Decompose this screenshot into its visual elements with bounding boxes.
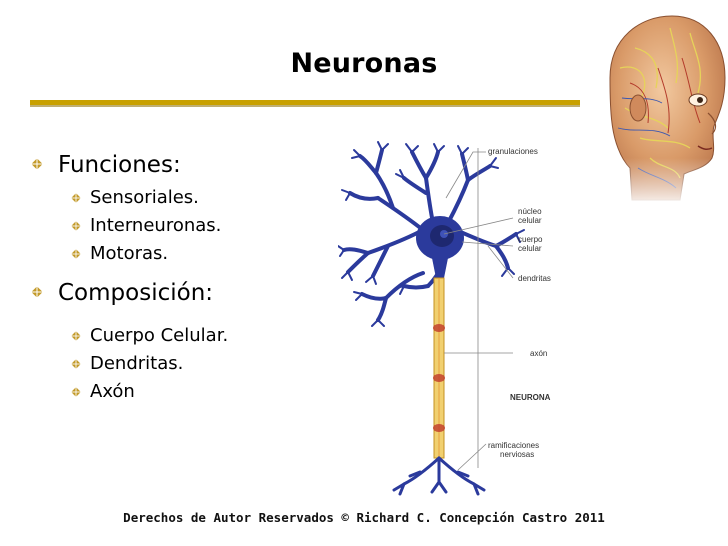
label-ramificaciones-1: ramificaciones bbox=[488, 441, 539, 450]
bullet-label: Composición: bbox=[58, 280, 214, 306]
neuron-diagram: granulaciones núcleo celular cuerpo celu… bbox=[338, 141, 551, 496]
sub-bullet-label: Sensoriales. bbox=[90, 187, 199, 208]
diamond-bullet-icon bbox=[70, 386, 82, 398]
bullet-list: Funciones: Sensoriales. Interneuronas. bbox=[28, 150, 228, 406]
label-nucleo-2: celular bbox=[518, 216, 542, 225]
sub-bullet-label: Interneuronas. bbox=[90, 215, 222, 236]
bullet-item-composicion: Composición: bbox=[28, 278, 228, 308]
label-dendritas: dendritas bbox=[518, 274, 551, 283]
sub-bullet-item: Dendritas. bbox=[28, 350, 228, 378]
sub-bullet-item: Cuerpo Celular. bbox=[28, 322, 228, 350]
diamond-bullet-icon bbox=[70, 220, 82, 232]
diamond-bullet-icon bbox=[30, 157, 44, 171]
bullet-label: Funciones: bbox=[58, 152, 181, 178]
head-anatomy-illustration bbox=[580, 8, 728, 208]
sub-bullet-label: Motoras. bbox=[90, 243, 169, 264]
copyright-footer: Derechos de Autor Reservados © Richard C… bbox=[123, 510, 605, 525]
label-cuerpo-1: cuerpo bbox=[518, 235, 543, 244]
label-neurona: NEURONA bbox=[510, 393, 551, 402]
diamond-bullet-icon bbox=[70, 192, 82, 204]
bullet-item-funciones: Funciones: bbox=[28, 150, 228, 180]
title-underline bbox=[30, 100, 586, 105]
diamond-bullet-icon bbox=[70, 358, 82, 370]
label-granulaciones: granulaciones bbox=[488, 147, 538, 156]
sub-bullet-label: Axón bbox=[90, 381, 135, 402]
label-cuerpo-2: celular bbox=[518, 244, 542, 253]
sub-bullet-item: Motoras. bbox=[28, 240, 228, 268]
sub-bullet-item: Interneuronas. bbox=[28, 212, 228, 240]
slide-title: Neuronas bbox=[290, 48, 438, 79]
label-nucleo-1: núcleo bbox=[518, 207, 542, 216]
diamond-bullet-icon bbox=[70, 330, 82, 342]
sub-bullet-item: Sensoriales. bbox=[28, 184, 228, 212]
label-ramificaciones-2: nerviosas bbox=[500, 450, 534, 459]
label-axon: axón bbox=[530, 349, 547, 358]
diamond-bullet-icon bbox=[70, 248, 82, 260]
sub-bullet-label: Cuerpo Celular. bbox=[90, 325, 229, 346]
sub-bullet-item: Axón bbox=[28, 378, 228, 406]
sub-bullet-label: Dendritas. bbox=[90, 353, 184, 374]
diamond-bullet-icon bbox=[30, 285, 44, 299]
title-underline-shadow bbox=[30, 105, 586, 107]
